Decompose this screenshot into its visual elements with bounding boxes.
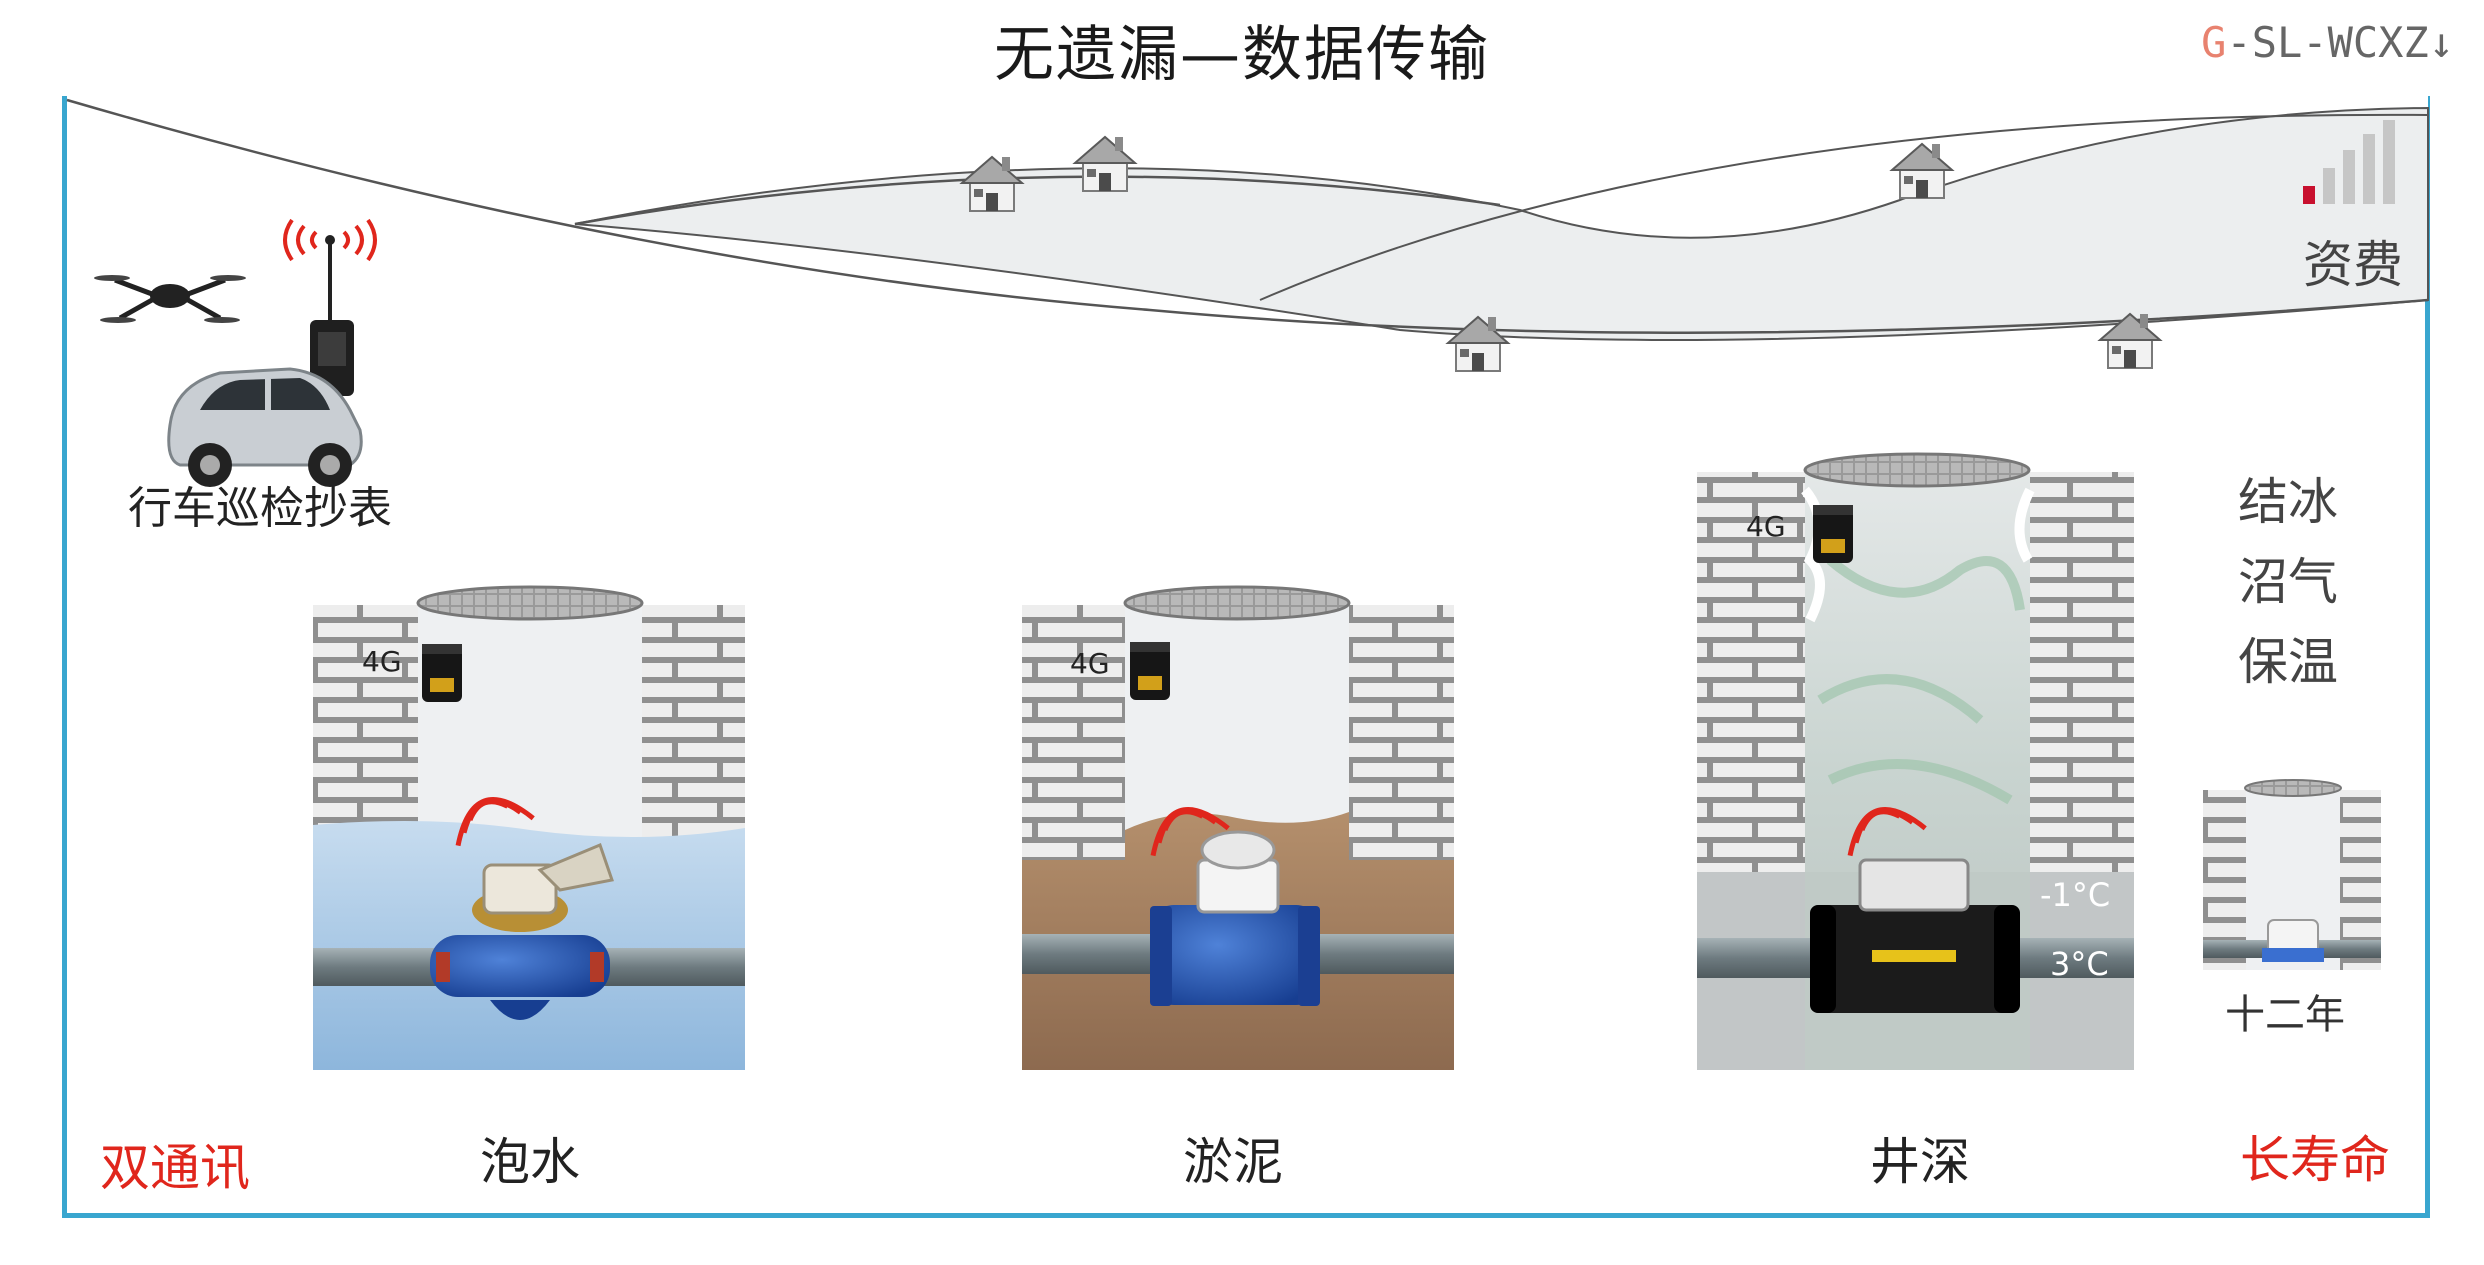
well-soaked (313, 585, 745, 1070)
product-code: G-SL-WCXZ↓ (2201, 18, 2454, 67)
tariff-label: 资费 (2303, 236, 2403, 294)
water-meter-icon (1810, 858, 2020, 1013)
water-meter-icon (1150, 830, 1320, 1006)
small-well (2203, 779, 2381, 970)
module-4g-icon (1130, 642, 1170, 700)
feature-insulation: 保温 (2238, 633, 2338, 691)
dual-communication-label: 双通讯 (100, 1139, 250, 1197)
signal-strength-icon (2303, 120, 2395, 204)
well-caption-soaked: 泡水 (480, 1133, 580, 1191)
module-label: 4G (1746, 510, 1786, 543)
feature-icing: 结冰 (2238, 473, 2338, 531)
well-caption-silt: 淤泥 (1183, 1133, 1283, 1191)
car-icon (167, 367, 363, 487)
feature-biogas: 沼气 (2238, 553, 2338, 611)
product-code-prefix: G (2201, 18, 2227, 67)
landscape-hills (66, 96, 2429, 341)
drive-by-reading-label: 行车巡检抄表 (128, 483, 392, 534)
well-deep (1697, 452, 2134, 1070)
drone-icon (94, 275, 246, 323)
twelve-years-label: 十二年 (2225, 992, 2345, 1038)
water-meter-icon (430, 843, 614, 1020)
temperature-top: -1°C (2040, 876, 2110, 914)
page-title: 无遗漏—数据传输 (994, 20, 1490, 90)
module-4g-icon (422, 644, 462, 702)
right-feature-list: 结冰 沼气 保温 (2238, 462, 2338, 702)
well-caption-deep: 井深 (1870, 1133, 1970, 1191)
product-code-suffix: -SL-WCXZ↓ (2226, 18, 2454, 67)
module-label: 4G (1070, 647, 1110, 680)
module-label: 4G (362, 645, 402, 678)
temperature-bottom: 3°C (2050, 945, 2109, 983)
module-4g-icon (1813, 505, 1853, 563)
long-life-label: 长寿命 (2240, 1131, 2390, 1189)
